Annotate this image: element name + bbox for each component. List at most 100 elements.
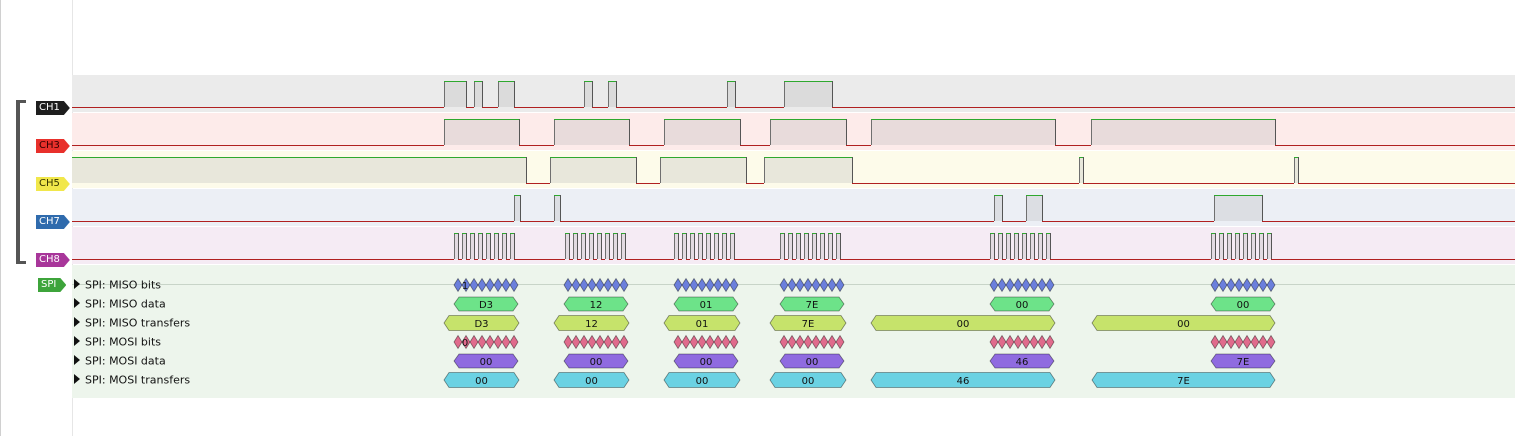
decoded-byte: [673, 296, 739, 312]
decoded-transfer: [769, 372, 847, 388]
waveform-high-fill: [1046, 233, 1050, 259]
decoded-byte-value: 01: [700, 300, 713, 311]
waveform-high-fill: [613, 233, 617, 259]
expand-triangle-icon[interactable]: [74, 336, 80, 346]
decoder-row-mosi-bits[interactable]: SPI: MOSI bits: [74, 332, 161, 351]
waveform-high-fill: [1243, 233, 1247, 259]
channel-lane-bg: [72, 189, 1515, 226]
waveform-high-fill: [444, 81, 466, 107]
channel-label-ch5: CH5: [39, 178, 60, 189]
decoded-transfer: [1091, 315, 1276, 331]
decoder-row-mosi-data[interactable]: SPI: MOSI data: [74, 351, 166, 370]
waveform-high-fill: [584, 81, 592, 107]
waveform-high-fill: [514, 195, 520, 221]
channel-badge-ch5[interactable]: CH5: [36, 177, 70, 191]
channel-badge-ch8[interactable]: CH8: [36, 253, 70, 267]
waveform-high-fill: [682, 233, 686, 259]
waveform-high-fill: [1211, 233, 1215, 259]
decoded-byte-value: 00: [1016, 300, 1029, 311]
channel-badge-ch1[interactable]: CH1: [36, 101, 70, 115]
expand-triangle-icon[interactable]: [74, 298, 80, 308]
waveform-high-fill: [836, 233, 840, 259]
waveform-high-fill: [605, 233, 609, 259]
decoded-byte: [453, 296, 519, 312]
channel-label-ch7: CH7: [39, 216, 60, 227]
decoded-byte-value: 00: [590, 357, 603, 368]
waveform-high-fill: [1091, 119, 1275, 145]
decoded-byte: [779, 296, 845, 312]
waveform-high-fill: [510, 233, 514, 259]
decoded-transfer-value: 00: [1177, 319, 1190, 330]
decoded-transfer-value: 00: [475, 376, 488, 387]
decoded-bit: [729, 277, 739, 293]
waveform-high-fill: [788, 233, 792, 259]
waveform-high-fill: [474, 81, 482, 107]
decoded-transfer: [663, 315, 741, 331]
expand-triangle-icon[interactable]: [74, 374, 80, 384]
decoded-byte-value: 00: [480, 357, 493, 368]
waveform-high-fill: [674, 233, 678, 259]
expand-triangle-icon[interactable]: [74, 279, 80, 289]
waveform-high-fill: [581, 233, 585, 259]
waveform-high-fill: [1006, 233, 1010, 259]
channel-label-ch8: CH8: [39, 254, 60, 265]
channel-group-bracket[interactable]: [16, 100, 26, 264]
decoder-badge-spi[interactable]: SPI: [38, 278, 66, 292]
waveform-high-fill: [812, 233, 816, 259]
waveform-high-fill: [994, 195, 1002, 221]
decoded-bit: [509, 334, 519, 350]
decoded-byte-value: 7E: [806, 300, 819, 311]
waveform-high-fill: [664, 119, 740, 145]
waveform-high-fill: [770, 119, 846, 145]
waveform-high-fill: [690, 233, 694, 259]
waveform-high-fill: [554, 195, 560, 221]
decoded-byte: [1210, 353, 1276, 369]
decoded-byte: [1210, 296, 1276, 312]
decoded-byte-value: 7E: [1237, 357, 1250, 368]
waveform-high-fill: [462, 233, 466, 259]
expand-triangle-icon[interactable]: [74, 317, 80, 327]
decoded-transfer-value: 00: [957, 319, 970, 330]
waveform-high-fill: [621, 233, 625, 259]
waveform-high-fill: [1079, 157, 1083, 183]
decoded-transfer: [443, 315, 520, 331]
decoded-transfer-value: 12: [585, 319, 598, 330]
decoded-bit: [1266, 334, 1276, 350]
decoder-row-title: SPI: MISO data: [85, 297, 166, 311]
decoded-byte: [673, 353, 739, 369]
waveform-high-fill: [998, 233, 1002, 259]
waveform-high-fill: [1214, 195, 1262, 221]
channel-badge-ch3[interactable]: CH3: [36, 139, 70, 153]
decoded-transfer: [443, 372, 520, 388]
waveform-high-fill: [573, 233, 577, 259]
waveform-high-fill: [550, 157, 636, 183]
waveform-high-fill: [698, 233, 702, 259]
decoder-label-spi: SPI: [41, 279, 57, 290]
expand-triangle-icon[interactable]: [74, 355, 80, 365]
waveform-high-fill: [494, 233, 498, 259]
decoder-row-miso-bits[interactable]: SPI: MISO bits: [74, 275, 161, 294]
decoder-row-miso-transfers[interactable]: SPI: MISO transfers: [74, 313, 190, 332]
decoder-row-miso-data[interactable]: SPI: MISO data: [74, 294, 166, 313]
decoded-bit: [509, 277, 519, 293]
waveform-high-fill: [478, 233, 482, 259]
waveform-high-fill: [589, 233, 593, 259]
channel-label-ch3: CH3: [39, 140, 60, 151]
decoded-bit: [729, 334, 739, 350]
decoded-byte-value: 00: [1237, 300, 1250, 311]
decoder-row-title: SPI: MISO transfers: [85, 316, 191, 330]
waveform-high-fill: [706, 233, 710, 259]
decoded-byte: [989, 296, 1055, 312]
decoded-byte: [989, 353, 1055, 369]
channel-badge-ch7[interactable]: CH7: [36, 215, 70, 229]
waveform-high-fill: [502, 233, 506, 259]
waveform-high-fill: [498, 81, 514, 107]
decoded-transfer: [553, 372, 630, 388]
decoder-row-mosi-transfers[interactable]: SPI: MOSI transfers: [74, 370, 190, 389]
waveform-high-fill: [608, 81, 616, 107]
decoder-row-title: SPI: MOSI transfers: [85, 373, 191, 387]
decoded-byte: [563, 296, 629, 312]
decoded-bit: [1045, 334, 1055, 350]
decoded-byte-value: D3: [479, 300, 493, 311]
